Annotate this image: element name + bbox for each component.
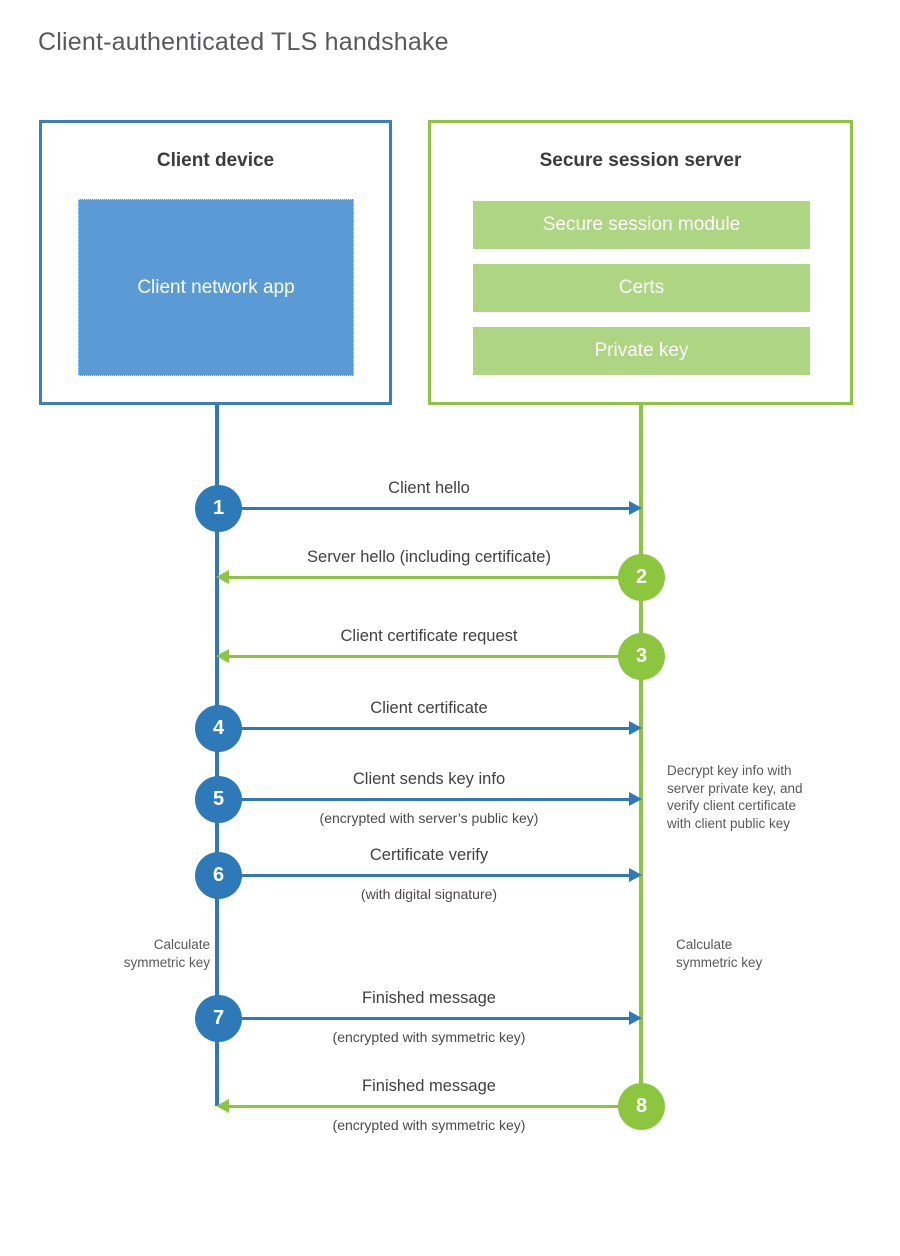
- message-label: Client certificate request: [340, 627, 518, 645]
- message-arrow-head: [629, 1011, 642, 1025]
- message-arrow-line: [217, 727, 630, 730]
- client-network-app-block: Client network app: [78, 199, 354, 376]
- message-sublabel: (encrypted with symmetric key): [332, 1029, 526, 1045]
- message-arrow-head: [629, 868, 642, 882]
- server-calculate-symmetric-key-note: Calculate symmetric key: [676, 936, 836, 971]
- server-lifeline: [639, 404, 643, 1106]
- message-arrow-head: [629, 501, 642, 515]
- message-label: Client sends key info: [352, 770, 506, 788]
- message-arrow-line: [217, 874, 630, 877]
- client-device-title: Client device: [156, 150, 275, 171]
- client-lifeline: [215, 404, 219, 1106]
- note-line: Calculate: [676, 937, 733, 952]
- client-calculate-symmetric-key-note: Calculate symmetric key: [58, 936, 210, 971]
- message-arrow-line: [228, 655, 641, 658]
- client-network-app-label: Client network app: [137, 276, 295, 298]
- message-arrow-head: [629, 792, 642, 806]
- secure-session-server-box: Secure session server Secure session mod…: [428, 120, 853, 405]
- step-badge-5[interactable]: 5: [195, 776, 242, 823]
- message-label: Finished message: [362, 1077, 496, 1095]
- step-badge-6[interactable]: 6: [195, 852, 242, 899]
- message-arrow-line: [217, 798, 630, 801]
- note-line: Decrypt key info with: [667, 763, 792, 778]
- message-arrow-line: [217, 507, 630, 510]
- message-arrow-head: [629, 721, 642, 735]
- message-arrow-head: [216, 649, 229, 663]
- message-sublabel: (encrypted with symmetric key): [332, 1117, 526, 1133]
- message-arrow-head: [216, 570, 229, 584]
- message-label: Client hello: [388, 479, 470, 497]
- server-component-label: Secure session module: [542, 214, 741, 235]
- message-label: Finished message: [362, 989, 496, 1007]
- step-badge-1[interactable]: 1: [195, 485, 242, 532]
- note-line: symmetric key: [123, 954, 210, 970]
- client-device-box: Client device Client network app: [39, 120, 392, 405]
- secure-session-server-title: Secure session server: [539, 150, 742, 171]
- step-badge-7[interactable]: 7: [195, 995, 242, 1042]
- note-line: with client public key: [667, 815, 791, 831]
- message-arrow-line: [228, 1105, 641, 1108]
- note-line: verify client certificate: [667, 798, 797, 813]
- server-component-certs: Certs: [473, 264, 810, 312]
- server-component-label: Private key: [594, 340, 689, 361]
- server-component-label: Certs: [618, 277, 665, 298]
- note-line: symmetric key: [676, 954, 763, 970]
- page-title: Client-authenticated TLS handshake: [38, 28, 449, 56]
- message-label: Certificate verify: [369, 846, 489, 864]
- step-badge-2[interactable]: 2: [618, 554, 665, 601]
- message-arrow-line: [217, 1017, 630, 1020]
- step-badge-4[interactable]: 4: [195, 705, 242, 752]
- message-arrow-head: [216, 1099, 229, 1113]
- step-badge-8[interactable]: 8: [618, 1083, 665, 1130]
- server-component-private-key: Private key: [473, 327, 810, 375]
- note-line: server private key, and: [667, 780, 803, 796]
- message-label: Server hello (including certificate): [307, 548, 551, 566]
- step-badge-3[interactable]: 3: [618, 633, 665, 680]
- message-label: Client certificate: [370, 699, 488, 717]
- note-line: Calculate: [153, 937, 210, 952]
- message-arrow-line: [228, 576, 641, 579]
- server-decrypt-note: Decrypt key info with server private key…: [667, 762, 842, 832]
- server-component-secure-session-module: Secure session module: [473, 201, 810, 249]
- message-sublabel: (with digital signature): [360, 886, 498, 902]
- message-sublabel: (encrypted with server’s public key): [319, 810, 539, 826]
